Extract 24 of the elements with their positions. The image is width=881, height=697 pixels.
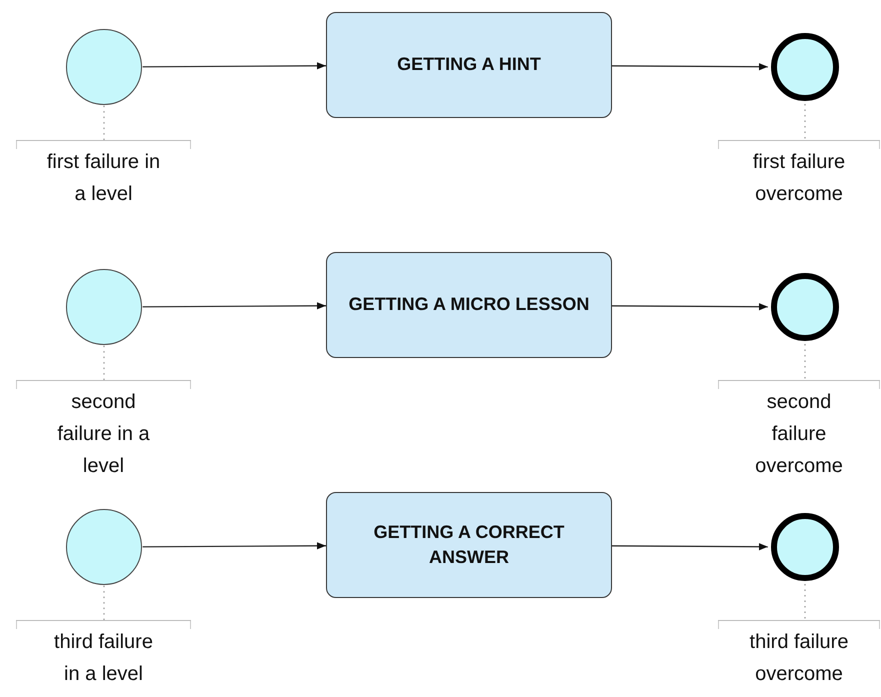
task-label: GETTING A CORRECT ANSWER [372, 520, 566, 569]
task-box [326, 252, 612, 358]
association-line [804, 104, 806, 140]
arrow [142, 542, 326, 550]
association-line [804, 344, 806, 380]
task-box [326, 12, 612, 118]
association-line [804, 584, 806, 620]
annotation-text: first failure in a level [46, 150, 162, 207]
arrow [142, 62, 326, 70]
annotation-text: second failure overcome [754, 390, 844, 479]
association-line [103, 346, 105, 380]
arrow [612, 63, 768, 70]
association-line [103, 586, 105, 620]
task-label: GETTING A HINT [397, 53, 541, 76]
arrow [612, 543, 768, 550]
annotation-text: third failure overcome [748, 630, 850, 687]
annotation-text: first failure overcome [752, 150, 846, 207]
annotation-text: second failure in a level [56, 390, 151, 479]
task-label: GETTING A MICRO LESSON [348, 293, 590, 316]
association-line [103, 106, 105, 140]
annotation-text: third failure in a level [53, 630, 154, 687]
arrow [142, 302, 326, 310]
task-box [326, 492, 612, 598]
arrow [612, 303, 768, 310]
